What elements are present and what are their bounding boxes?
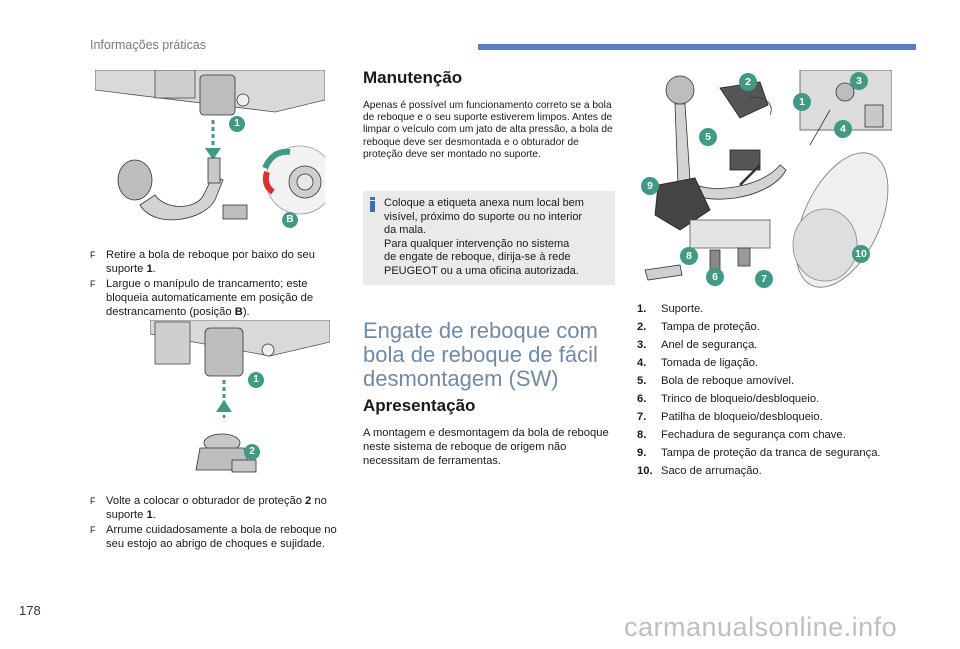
section-header-title: Informações práticas [90, 38, 207, 52]
legend-item: 9. Tampa de proteção da tranca de seguran… [637, 446, 887, 461]
legend-number: 4. [637, 357, 647, 369]
step-marker: F [90, 250, 96, 260]
steps-list-storage: F Volte a colocar o obturador de proteçã… [90, 494, 345, 552]
legend-number: 10. [637, 465, 653, 477]
legend-text: Fechadura de segurança com chave. [661, 429, 846, 441]
components-legend: 1. Suporte. 2. Tampa de proteção. 3. Anel d… [637, 302, 887, 482]
step-item: F Largue o manípulo de trancamento; este… [90, 277, 345, 319]
watermark-text: carmanualsonline.info [624, 612, 898, 642]
section-title-line: desmontagem (SW) [363, 366, 559, 391]
section-title: Engate de reboque com bola de reboque de… [363, 319, 623, 391]
step-text-end: . [152, 263, 156, 275]
legend-text: Trinco de bloqueio/desbloqueio. [661, 393, 820, 405]
section-title-line: bola de reboque de fácil [363, 342, 598, 367]
step-text-end: . [152, 509, 156, 521]
legend-number: 7. [637, 411, 647, 423]
step-item: F Volte a colocar o obturador de proteçã… [90, 494, 345, 522]
legend-number: 8. [637, 429, 647, 441]
figure2-badge-2: 2 [244, 444, 260, 460]
figure3-badge-5: 5 [699, 128, 717, 146]
steps-list-removal: F Retire a bola de reboque por baixo do … [90, 248, 345, 320]
tow-ball-removal-drawing [95, 70, 325, 221]
header-accent-bar [478, 44, 916, 50]
step-item: F Retire a bola de reboque por baixo do … [90, 248, 345, 276]
step-text: Arrume cuidadosamente a bola de reboque … [106, 524, 337, 550]
step-ref: B [234, 306, 243, 318]
presentation-text: A montagem e desmontagem da bola de rebo… [363, 427, 609, 467]
legend-text: Patilha de bloqueio/desbloqueio. [661, 411, 823, 423]
figure3-badge-4: 4 [834, 120, 852, 138]
figure3-badge-7: 7 [755, 270, 773, 288]
maintenance-text: Apenas é possível um funcionamento corre… [363, 100, 613, 160]
legend-text: Tomada de ligação. [661, 357, 759, 369]
figure3-badge-6: 6 [706, 268, 724, 286]
legend-item: 2. Tampa de proteção. [637, 320, 887, 335]
figure-towbar-components: 2 3 1 4 5 9 8 6 7 10 [640, 70, 892, 292]
step-text: Largue o manípulo de trancamento; este b… [106, 278, 314, 318]
step-item: F Arrume cuidadosamente a bola de reboqu… [90, 523, 345, 551]
page-number: 178 [19, 603, 41, 618]
info-line: Para qualquer intervenção no sistema [384, 237, 570, 250]
legend-item: 4. Tomada de ligação. [637, 356, 887, 371]
step-text: Retire a bola de reboque por baixo do se… [106, 249, 315, 275]
legend-number: 2. [637, 321, 647, 333]
legend-text: Tampa de proteção. [661, 321, 760, 333]
step-ref: 1 [146, 509, 153, 521]
step-text: Volte a colocar o obturador de proteção [106, 495, 306, 507]
legend-text: Suporte. [661, 303, 704, 315]
legend-item: 8. Fechadura de segurança com chave. [637, 428, 887, 443]
legend-number: 1. [637, 303, 647, 315]
info-text: Coloque a etiqueta anexa num local bem v… [384, 197, 612, 278]
info-line: da mala. [384, 224, 427, 236]
figure3-badge-9: 9 [641, 177, 659, 195]
figure-protective-cap: 1 2 [150, 320, 330, 485]
step-text-end: ). [242, 306, 250, 318]
legend-text: Saco de arrumação. [661, 465, 762, 477]
maintenance-title: Manutenção [363, 68, 463, 87]
legend-item: 6. Trinco de bloqueio/desbloqueio. [637, 392, 887, 407]
legend-text: Bola de reboque amovível. [661, 375, 795, 387]
figure1-badge-b: B [282, 212, 298, 228]
info-icon [369, 197, 376, 212]
legend-number: 3. [637, 339, 647, 351]
figure-tow-ball-removal: 1 B [95, 70, 325, 240]
legend-number: 5. [637, 375, 647, 387]
legend-text: Anel de segurança. [661, 339, 758, 351]
presentation-title: Apresentação [363, 396, 476, 415]
legend-number: 9. [637, 447, 647, 459]
figure3-badge-10: 10 [852, 245, 870, 263]
legend-item: 7. Patilha de bloqueio/desbloqueio. [637, 410, 887, 425]
info-line: de engate de reboque, dirija-se à rede [384, 251, 571, 263]
section-title-line: Engate de reboque com [363, 318, 598, 343]
info-line: PEUGEOT ou a uma oficina autorizada. [384, 264, 579, 277]
figure3-badge-1: 1 [793, 93, 811, 111]
info-box: Coloque a etiqueta anexa num local bem v… [363, 191, 615, 285]
info-line: visível, próximo do suporte ou no interi… [384, 210, 583, 223]
legend-item: 5. Bola de reboque amovível. [637, 374, 887, 389]
figure3-badge-8: 8 [680, 247, 698, 265]
step-marker: F [90, 525, 96, 535]
step-marker: F [90, 279, 96, 289]
legend-number: 6. [637, 393, 647, 405]
step-text-mid: no suporte [106, 495, 327, 521]
info-line: Coloque a etiqueta anexa num local bem [384, 197, 584, 209]
step-ref: 2 [305, 495, 312, 507]
legend-text: Tampa de proteção da tranca de segurança… [661, 447, 881, 459]
legend-item: 10. Saco de arrumação. [637, 464, 887, 479]
figure3-badge-3: 3 [850, 72, 868, 90]
step-marker: F [90, 496, 96, 506]
figure2-badge-1: 1 [248, 372, 264, 388]
step-ref: 1 [146, 263, 153, 275]
figure3-badge-2: 2 [739, 73, 757, 91]
figure1-badge-1: 1 [229, 116, 245, 132]
legend-item: 3. Anel de segurança. [637, 338, 887, 353]
protective-cap-drawing [150, 320, 330, 473]
legend-item: 1. Suporte. [637, 302, 887, 317]
